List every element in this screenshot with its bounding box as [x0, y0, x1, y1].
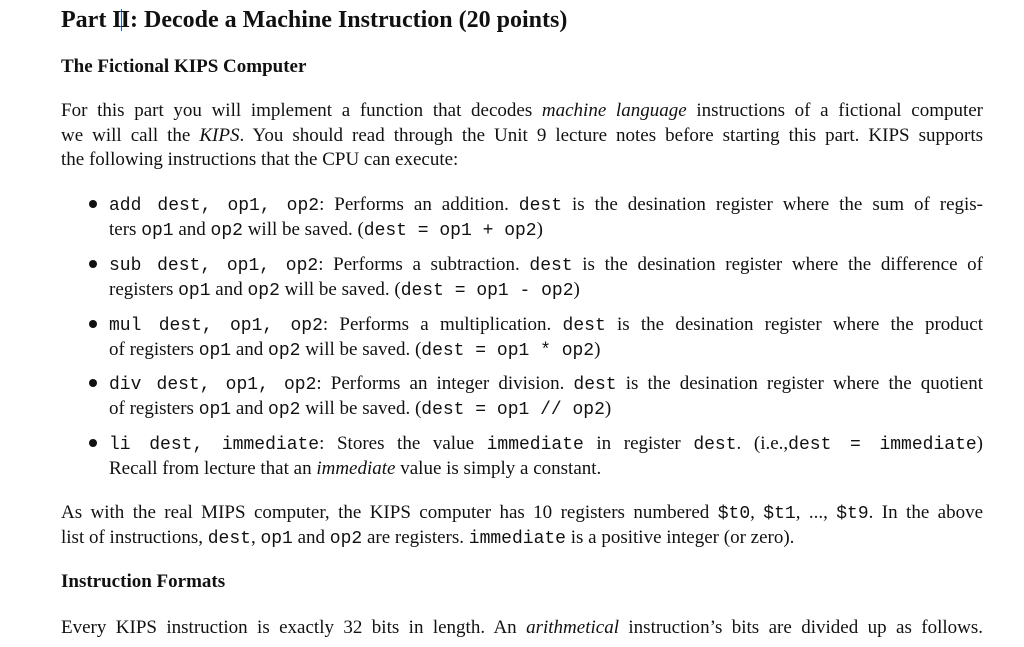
mul-instruction-line-1: mul dest, op1, op2: Performs a multiplic… [109, 314, 984, 336]
add-instruction-line-2: ters op1 and op2 will be saved. (dest = … [109, 219, 543, 241]
sub-instruction-line-1: sub dest, op1, op2: Performs a subtracti… [109, 254, 983, 276]
bullet-icon [89, 439, 97, 447]
div-instruction-line-2: of registers op1 and op2 will be saved. … [109, 398, 612, 420]
text-cursor [120, 9, 122, 31]
add-instruction-line-1: add dest, op1, op2: Performs an addition… [109, 194, 983, 216]
intro-line-3: the following instructions that the CPU … [61, 149, 459, 170]
bullet-icon [89, 260, 97, 268]
mul-instruction-line-2: of registers op1 and op2 will be saved. … [109, 339, 601, 361]
registers-line-1: As with the real MIPS computer, the KIPS… [61, 502, 984, 524]
section-heading-formats: Instruction Formats [61, 571, 226, 592]
sub-instruction-line-2: registers op1 and op2 will be saved. (de… [109, 279, 580, 301]
bullet-icon [89, 200, 97, 208]
li-instruction-line-1: li dest, immediate: Stores the value imm… [109, 433, 983, 455]
div-instruction-line-1: div dest, op1, op2: Performs an integer … [109, 373, 983, 395]
intro-line-1: For this part you will implement a funct… [61, 100, 984, 121]
formats-line-1: Every KIPS instruction is exactly 32 bit… [61, 617, 984, 638]
bullet-icon [89, 320, 97, 328]
registers-line-2: list of instructions, dest, op1 and op2 … [61, 527, 795, 549]
bullet-icon [89, 379, 97, 387]
part-title: Part II: Decode a Machine Instruction (2… [61, 7, 568, 33]
li-instruction-line-2: Recall from lecture that an immediate va… [109, 458, 602, 479]
intro-line-2: we will call the KIPS. You should read t… [61, 125, 983, 146]
section-heading-kips: The Fictional KIPS Computer [61, 56, 307, 77]
